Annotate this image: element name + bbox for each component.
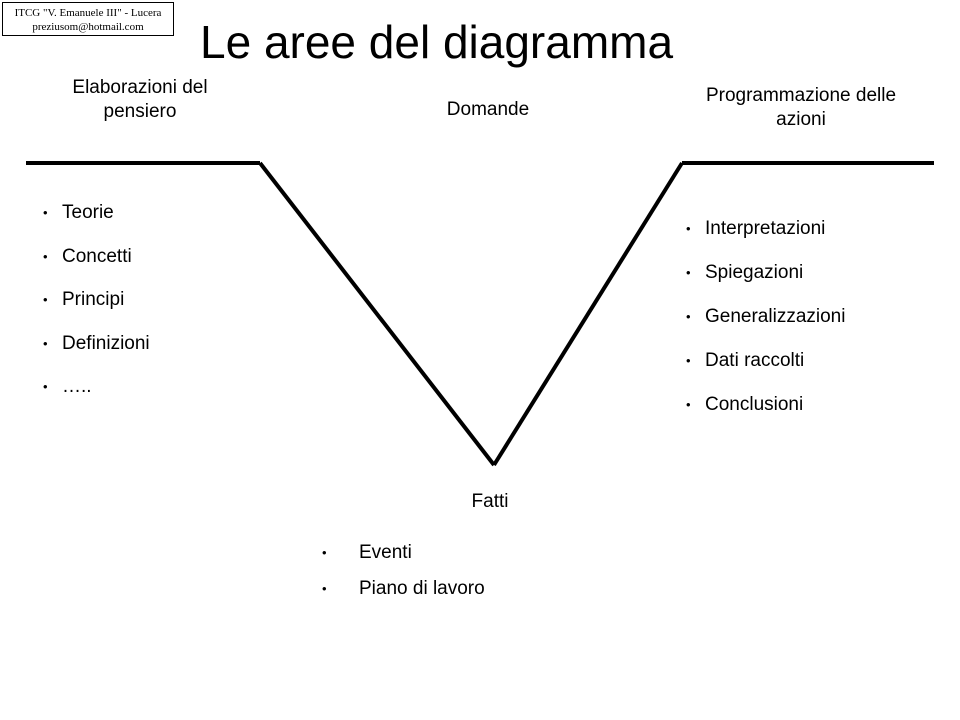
credit-school: ITCG "V. Emanuele III" - Lucera	[14, 7, 162, 19]
list-item: • Spiegazioni	[686, 262, 926, 306]
heading-fatti: Fatti	[471, 491, 509, 512]
vee-left-slope	[258, 161, 496, 467]
bullet-icon: •	[686, 309, 691, 324]
bullet-icon: •	[686, 221, 691, 236]
list-item-label: Generalizzazioni	[705, 306, 846, 327]
bullet-icon: •	[43, 335, 48, 351]
credit-email: preziusom@hotmail.com	[32, 21, 144, 33]
list-item: • Piano di lavoro	[322, 578, 562, 614]
list-item: • Eventi	[322, 542, 562, 578]
page-title: Le aree del diagramma	[200, 16, 674, 68]
list-item: • Concetti	[43, 246, 243, 290]
vee-right-slope	[492, 161, 684, 467]
list-item: • Dati raccolti	[686, 350, 926, 394]
heading-domande: Domande	[446, 99, 530, 120]
list-item: • Generalizzazioni	[686, 306, 926, 350]
list-item: • Teorie	[43, 202, 243, 246]
list-item-label: Principi	[62, 289, 125, 310]
bullet-icon: •	[686, 397, 691, 412]
list-item-label: Definizioni	[62, 332, 150, 354]
list-item-label: Spiegazioni	[705, 262, 804, 283]
bullet-icon: •	[322, 545, 327, 560]
bullet-icon: •	[43, 379, 48, 394]
credit-box: ITCG "V. Emanuele III" - Lucera preziuso…	[2, 2, 174, 36]
left-list: • Teorie • Concetti • Principi • Definizioni • ….…	[43, 202, 243, 420]
bullet-icon: •	[43, 248, 48, 264]
list-item: • …..	[43, 376, 243, 420]
bullet-icon: •	[686, 353, 691, 368]
list-item-label: Teorie	[62, 202, 114, 223]
bullet-icon: •	[686, 265, 691, 280]
list-item-label: …..	[62, 376, 92, 397]
list-item: • Principi	[43, 289, 243, 333]
right-list: • Interpretazioni • Spiegazioni • Generalizza…	[686, 218, 926, 438]
list-item-label: Dati raccolti	[705, 350, 805, 371]
list-item: • Interpretazioni	[686, 218, 926, 262]
heading-elaborazioni: Elaborazioni del pensiero	[72, 77, 208, 122]
bullet-icon: •	[43, 205, 48, 220]
list-item-label: Conclusioni	[705, 394, 804, 415]
list-item-label: Eventi	[359, 542, 412, 563]
list-item: • Definizioni	[43, 333, 243, 377]
heading-programmazione: Programmazione delle azioni	[705, 85, 897, 130]
bullet-icon: •	[322, 581, 327, 596]
list-item-label: Concetti	[62, 245, 132, 267]
bullet-icon: •	[43, 292, 48, 307]
list-item: • Conclusioni	[686, 394, 926, 438]
list-item-label: Interpretazioni	[705, 218, 826, 239]
bottom-list: • Eventi • Piano di lavoro	[322, 542, 562, 614]
list-item-label: Piano di lavoro	[359, 578, 485, 599]
